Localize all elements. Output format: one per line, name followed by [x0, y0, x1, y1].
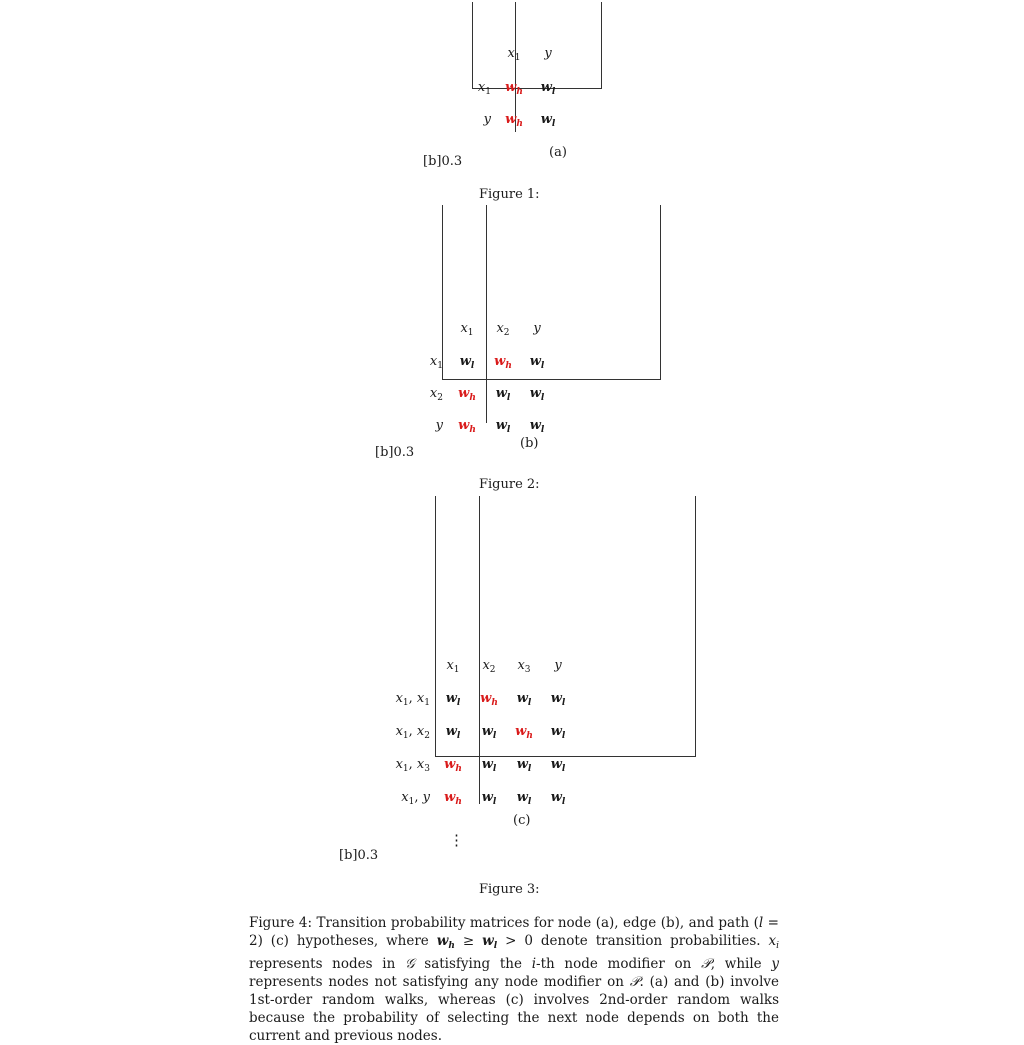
matrix-c-col-header: x1	[446, 658, 460, 675]
matrix-b-col-header: x1	[460, 321, 474, 338]
matrix-c-cell: wl	[516, 757, 532, 774]
matrix-a-col-y: y	[544, 46, 552, 61]
matrix-c-cell: wl	[516, 691, 532, 708]
matrix-c-cell: wl	[550, 757, 566, 774]
matrix-c-row-label: x1, x3	[395, 757, 430, 774]
matrix-c-cell: wh	[444, 757, 462, 774]
matrix-c-row-label: x1, x2	[395, 724, 430, 741]
matrix-a-row-label: y	[483, 112, 491, 127]
subfigure-c-label: (c)	[513, 813, 531, 828]
matrix-c-cell: wl	[516, 790, 532, 807]
caption-text-1b: = 2) (c) hypotheses, where	[249, 915, 779, 949]
matrix-c-cell: wh	[444, 790, 462, 807]
matrix-b-cell: wl	[529, 418, 545, 435]
matrix-c-col-header: x3	[517, 658, 531, 675]
caption-symbol-P-2: 𝒫	[629, 974, 640, 990]
caption-text-1: Figure 4: Transition probability matrice…	[249, 915, 759, 931]
matrix-c-cell: wl	[481, 790, 497, 807]
caption-symbol-x: x	[768, 933, 777, 949]
matrix-b-bottom-rule	[442, 379, 661, 380]
caption-text-5: -th node modifier on	[536, 956, 702, 972]
matrix-c-row-label: x1, x1	[395, 691, 430, 708]
matrix-c-cell: wl	[445, 691, 461, 708]
matrix-a-left-rule	[472, 2, 473, 88]
matrix-b-cell: wh	[494, 354, 512, 371]
caption-text-2: denote transition probabilities.	[532, 933, 769, 949]
matrix-c-row-label: x1, y	[401, 790, 430, 807]
caption-symbol-i: i	[531, 956, 537, 972]
caption-text-6: , while	[710, 956, 772, 972]
subfigure-a-width-spec: [b]0.3	[423, 154, 463, 169]
figure-1-label: Figure 1:	[479, 187, 540, 202]
caption-symbol-G: 𝒢	[404, 956, 415, 972]
figure-3-label: Figure 3:	[479, 882, 540, 897]
matrix-c-cell: wl	[481, 724, 497, 741]
matrix-b-right-rule	[660, 205, 661, 379]
matrix-c-left-rule	[435, 496, 436, 756]
matrix-a-bottom-rule	[472, 88, 602, 89]
matrix-b-cell: wl	[529, 354, 545, 371]
caption-text-4: satisfying the	[414, 956, 532, 972]
matrix-c-col-header: x2	[482, 658, 496, 675]
matrix-c-bottom-rule	[435, 756, 696, 757]
matrix-a-cell: wh	[505, 112, 523, 129]
figure-4-caption: Figure 4: Transition probability matrice…	[249, 915, 780, 1044]
caption-text-3: represents nodes in	[249, 956, 405, 972]
matrix-a-cell: wl	[540, 80, 556, 97]
caption-symbol-P: 𝒫	[701, 956, 711, 972]
matrix-c-right-rule	[695, 496, 696, 756]
matrix-a-cell: wl	[540, 112, 556, 129]
matrix-a-divider	[515, 2, 516, 132]
matrix-a-col-x1: x1	[507, 46, 521, 63]
matrix-a-cell: wh	[505, 80, 523, 97]
matrix-b-cell: wl	[495, 418, 511, 435]
matrix-b-row-label: x1	[429, 354, 443, 371]
figure-2-label: Figure 2:	[479, 477, 540, 492]
matrix-c-divider	[479, 496, 480, 804]
matrix-c-col-header: y	[554, 658, 562, 673]
matrix-b-cell: wl	[529, 386, 545, 403]
matrix-a-row-label: x1	[477, 80, 491, 97]
caption-symbol-l: l	[758, 915, 764, 931]
matrix-c-cell: wl	[550, 724, 566, 741]
matrix-a-right-rule	[601, 2, 602, 88]
caption-symbol-y: y	[771, 956, 779, 972]
matrix-b-col-header: y	[533, 321, 541, 336]
matrix-b-left-rule	[442, 205, 443, 379]
matrix-c-cell: wl	[445, 724, 461, 741]
matrix-c-vdots: ⋮	[449, 831, 464, 849]
matrix-c-cell: wh	[480, 691, 498, 708]
matrix-b-col-header: x2	[496, 321, 510, 338]
caption-symbol-i-sub: i	[776, 941, 780, 951]
subfigure-a-label: (a)	[549, 145, 567, 160]
matrix-c-cell: wl	[481, 757, 497, 774]
matrix-b-cell: wl	[495, 386, 511, 403]
caption-symbol-ge: ≥	[462, 933, 475, 949]
subfigure-b-width-spec: [b]0.3	[375, 445, 415, 460]
matrix-c-cell: wh	[515, 724, 533, 741]
matrix-b-row-label: y	[435, 418, 443, 433]
subfigure-b-label: (b)	[520, 436, 539, 451]
matrix-b-cell: wh	[458, 418, 476, 435]
subfigure-c-width-spec: [b]0.3	[339, 848, 379, 863]
caption-symbol-gt: > 0	[505, 933, 533, 949]
matrix-b-cell: wh	[458, 386, 476, 403]
matrix-c-cell: wl	[550, 790, 566, 807]
caption-text-7: represents nodes not satisfying any node…	[249, 974, 630, 990]
matrix-b-row-label: x2	[429, 386, 443, 403]
matrix-b-divider	[486, 205, 487, 423]
matrix-b-cell: wl	[459, 354, 475, 371]
matrix-c-cell: wl	[550, 691, 566, 708]
